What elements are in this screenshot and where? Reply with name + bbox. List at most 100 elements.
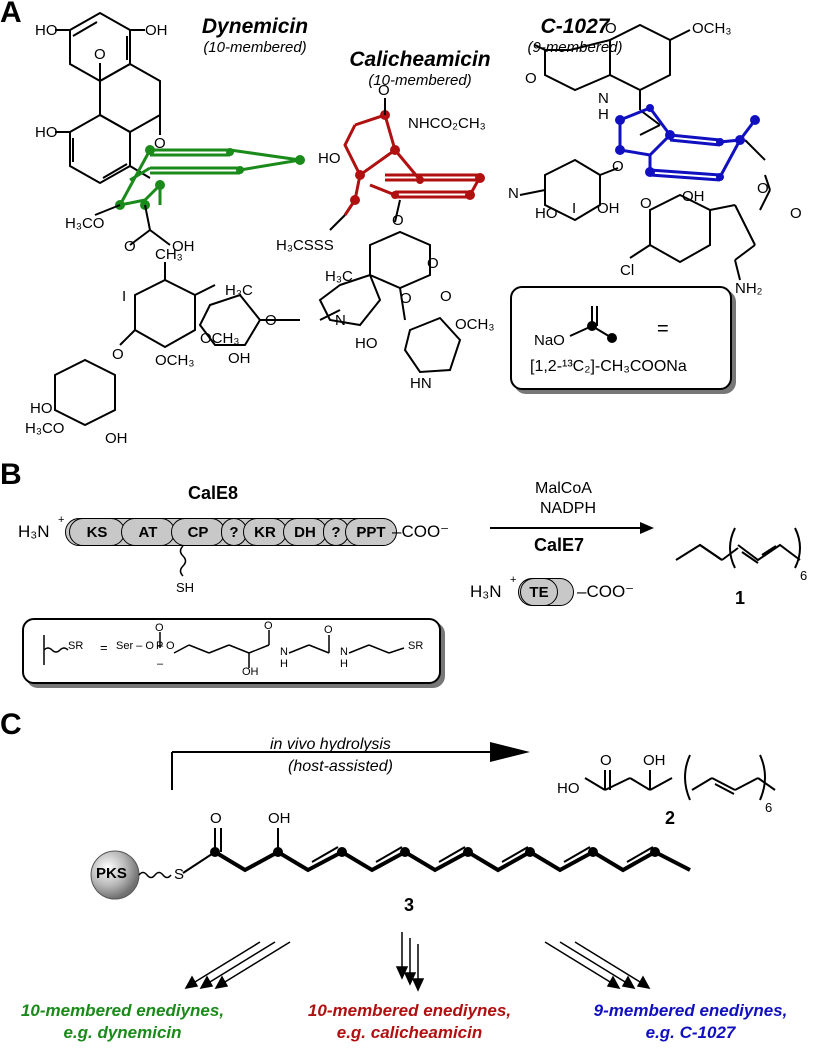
cal-atom-i: I bbox=[122, 288, 127, 305]
product2-number: 2 bbox=[665, 808, 676, 828]
dynemicin-ring-size: (10-membered) bbox=[203, 39, 307, 56]
acetate-structure bbox=[569, 306, 617, 343]
calicheamicin-ring-size: (10-membered) bbox=[368, 72, 472, 89]
dyn-atom-ho1: HO bbox=[35, 22, 58, 39]
cale7-n-terminus: H₃N bbox=[470, 582, 502, 601]
inset-oh: OH bbox=[242, 666, 259, 678]
inset-n2: N bbox=[340, 646, 348, 658]
cale8-n-plus: + bbox=[58, 514, 65, 526]
panel-b-letter: B bbox=[0, 458, 22, 491]
cal-atom-hn: HN bbox=[410, 375, 432, 392]
c1027-atom-n2: N bbox=[508, 185, 519, 202]
acetate-nao: NaO bbox=[534, 332, 565, 349]
cale7-label: CalE7 bbox=[534, 535, 585, 555]
cal-atom-och3: OCH₃ bbox=[455, 316, 495, 333]
hydrolysis-label: in vivo hydrolysis bbox=[270, 736, 391, 753]
inset-sr-left: SR bbox=[68, 640, 84, 652]
cal-atom-ch3: CH₃ bbox=[155, 246, 183, 263]
intermediate3-sulfur: S bbox=[174, 866, 185, 883]
c1027-atom-oh2: OH bbox=[682, 188, 705, 205]
outcome-c1027-line1: 9-membered enediynes, bbox=[593, 1001, 788, 1020]
dyn-atom-ho2: HO bbox=[35, 124, 58, 141]
cale8-label: CalE8 bbox=[188, 483, 239, 503]
c1027-atom-ho: HO bbox=[535, 205, 558, 222]
inset-o4: O bbox=[324, 624, 333, 636]
cal-atom-h3co: H₃CO bbox=[25, 420, 65, 437]
dyn-atom-cooh: OH bbox=[172, 238, 195, 255]
c1027-atom-och3: OCH₃ bbox=[692, 20, 732, 37]
cal-atom-h3csss: H₃CSSS bbox=[276, 237, 334, 254]
outcome-calicheamicin-line1: 10-membered enediynes, bbox=[307, 1001, 512, 1020]
panel-b-reaction-arrow bbox=[490, 522, 654, 534]
cal-atom-ho2: HO bbox=[355, 335, 378, 352]
inset-minus: – bbox=[157, 658, 164, 670]
cale7-c-terminus: –COO⁻ bbox=[577, 582, 635, 601]
cal-atom-o6: O bbox=[265, 312, 277, 329]
cal-atom-o3: O bbox=[427, 255, 439, 272]
cal-atom-oh2: OH bbox=[105, 430, 128, 447]
cale8-domain-ks: KS bbox=[69, 518, 125, 546]
acetate-label: [1,2-¹³C₂]-CH₃COONa bbox=[530, 358, 687, 375]
outcome-calicheamicin: 10-membered enediynes, e.g. calicheamici… bbox=[282, 1000, 537, 1044]
polyene-product-1 bbox=[675, 527, 801, 569]
inset-h2: H bbox=[340, 658, 348, 670]
calicheamicin-name: Calicheamicin bbox=[349, 48, 491, 71]
product1-repeat-subscript: 6 bbox=[800, 568, 808, 583]
c1027-atom-o7: O bbox=[757, 180, 769, 197]
cal-atom-och3c: OCH₃ bbox=[155, 352, 195, 369]
cp-sh-group: SH bbox=[176, 580, 195, 595]
cal-atom-o2: O bbox=[392, 212, 404, 229]
calicheamicin-title: Calicheamicin (10-membered) bbox=[340, 48, 500, 89]
cale8-domain-unknown2: ? bbox=[323, 518, 349, 546]
c1027-atom-nh2: NH₂ bbox=[735, 280, 763, 297]
c1027-atom-h: H bbox=[598, 106, 609, 123]
c1027-name: C-1027 bbox=[540, 15, 610, 38]
cale7-n-plus: + bbox=[510, 574, 517, 586]
inset-o2: O bbox=[166, 640, 175, 652]
inset-h1: H bbox=[280, 658, 288, 670]
cal-atom-o8: O bbox=[112, 346, 124, 363]
outcome-dynemicin-line1: 10-membered enediynes, bbox=[20, 1001, 225, 1020]
intermediate3-oh: OH bbox=[268, 810, 291, 827]
panel-a-letter: A bbox=[0, 0, 22, 29]
outcome-dynemicin-line2: e.g. dynemicin bbox=[63, 1023, 182, 1042]
c1027-atom-o9: O bbox=[790, 205, 802, 222]
cal-atom-o4: O bbox=[400, 290, 412, 307]
dyn-atom-o2: O bbox=[154, 135, 166, 152]
acetate-legend-box: O NaO = [1,2-¹³C₂]-CH₃COONa bbox=[510, 286, 732, 390]
dyn-atom-o4: O bbox=[124, 238, 136, 255]
cal-atom-och3b: OCH₃ bbox=[200, 330, 240, 347]
c1027-atom-o6: O bbox=[640, 195, 652, 212]
c1027-atom-cl: Cl bbox=[620, 262, 635, 279]
acetate-equals: = bbox=[657, 318, 669, 340]
cal-atom-ho3: HO bbox=[30, 400, 53, 417]
inset-o1: O bbox=[155, 622, 164, 634]
inset-equals: = bbox=[100, 640, 108, 655]
cal-atom-n: N bbox=[335, 312, 346, 329]
cp-phosphopantetheine-linker bbox=[179, 545, 187, 577]
cale7-domain-te: TE bbox=[520, 578, 558, 606]
calicheamicin-structure bbox=[54, 98, 485, 427]
phosphopantetheine-structure bbox=[43, 630, 405, 668]
inset-o3: O bbox=[264, 620, 273, 632]
host-assisted-label: (host-assisted) bbox=[288, 758, 393, 775]
phosphopantetheine-inset: SR = Ser – O – P O O – OH N H N H O O SR… bbox=[22, 618, 441, 684]
dynemicin-structure bbox=[55, 11, 305, 246]
inset-n1: N bbox=[280, 646, 288, 658]
product2-ho: HO bbox=[557, 780, 580, 797]
cal-atom-nhco2ch3: NHCO₂CH₃ bbox=[408, 115, 486, 132]
inset-ser-o: Ser – O – bbox=[116, 640, 164, 652]
c1027-atom-n: N bbox=[598, 90, 609, 107]
cale8-domain-bar: KS AT CP ? KR DH ? PPT bbox=[65, 518, 397, 546]
product2-o: O bbox=[600, 752, 612, 769]
cale8-n-terminus: H₃N bbox=[18, 522, 50, 541]
cale8-domain-kr: KR bbox=[243, 518, 287, 546]
product1-number: 1 bbox=[735, 588, 746, 608]
pks-sphere-label: PKS bbox=[96, 865, 127, 882]
cale8-domain-cp: CP bbox=[171, 518, 225, 546]
intermediate3-number: 3 bbox=[404, 895, 415, 915]
